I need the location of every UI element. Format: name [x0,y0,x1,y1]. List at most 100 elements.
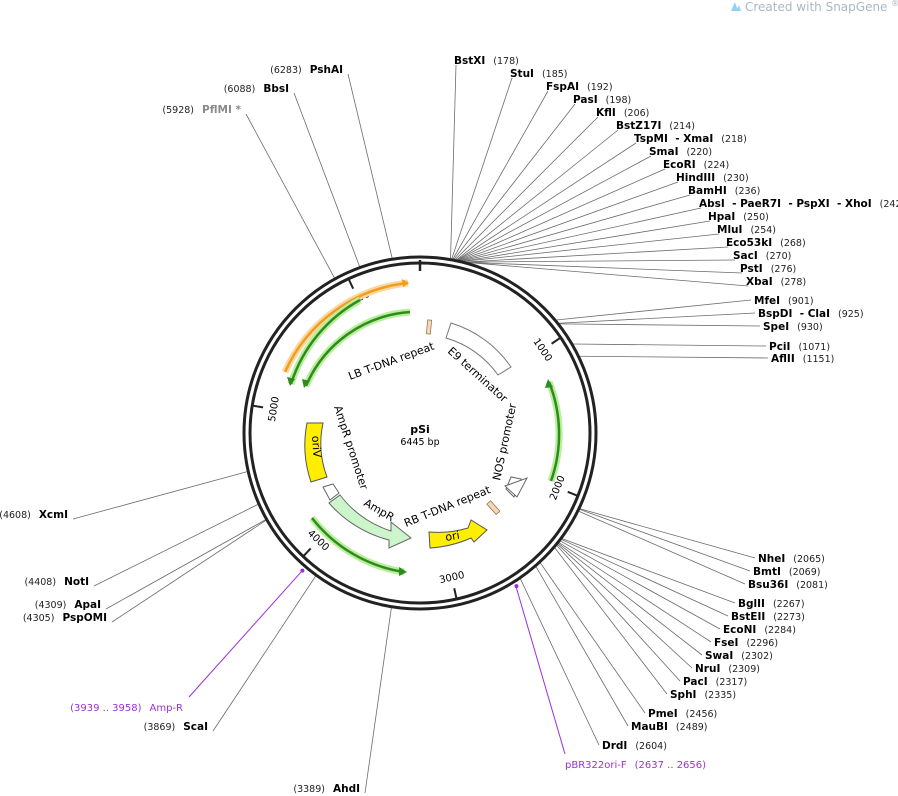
enzyme-site[interactable]: XbaI(278) [746,276,806,288]
tick-label: 3000 [438,570,465,586]
enzyme-site[interactable]: (4608)XcmI [0,509,68,521]
enzyme-line [457,142,637,261]
enzyme-name: ScaI [183,721,208,733]
enzyme-site[interactable]: FspAI(192) [546,81,613,93]
enzyme-site[interactable]: (3389)AhdI [293,783,360,795]
primer-site[interactable]: pBR322ori-F(2637 .. 2656) [565,760,706,771]
enzyme-position: (2273) [773,612,805,623]
enzyme-name: SpeI [763,321,789,333]
enzyme-name: HpaI [708,211,735,223]
enzyme-site[interactable]: (5928)PflMI * [162,104,241,116]
enzyme-site[interactable]: (4309)ApaI [35,599,101,611]
primer-name: pBR322ori-F [565,760,627,771]
enzyme-line [579,509,751,572]
enzyme-line [93,504,259,587]
enzyme-site[interactable]: PciI (1071) [769,341,830,353]
enzyme-position: (3389) [293,784,325,795]
snapgene-logo-icon [731,2,741,11]
connector-lines [72,64,769,794]
enzyme-site[interactable]: (3869)ScaI [144,721,208,733]
enzyme-site[interactable]: SmaI(220) [649,146,712,158]
ampr-feature[interactable] [328,494,412,549]
enzyme-name: PciI [769,341,790,353]
enzyme-site[interactable]: (4408)NotI [24,576,89,588]
enzyme-name: FseI [714,637,738,649]
features [281,279,563,576]
primer-site[interactable]: (3939 .. 3958)Amp-R [70,703,183,714]
enzyme-site[interactable]: MauBI(2489) [631,721,708,733]
enzyme-name: PmeI [648,708,678,720]
enzyme-line [560,540,721,630]
enzyme-site[interactable]: FseI(2296) [714,637,778,649]
enzyme-line [111,519,267,623]
enzyme-site[interactable]: PstI(276) [740,263,796,275]
enzyme-line [558,312,756,324]
enzyme-site[interactable]: BstZ17I(214) [616,120,695,132]
enzyme-name: AflII [771,353,795,365]
enzyme-line [72,471,248,520]
enzyme-site[interactable]: BstXI(178) [454,55,519,67]
enzyme-site[interactable]: SacI (270) [733,250,791,262]
enzyme-site[interactable]: (4305)PspOMI [23,612,107,624]
ampr-promoter-feature[interactable] [322,483,340,501]
enzyme-site[interactable]: SpeI(930) [763,321,823,333]
enzyme-site[interactable]: (6283)PshAI [270,64,343,76]
enzyme-position: (2604) [635,741,667,752]
enzyme-site[interactable]: BmtI(2069) [753,566,820,578]
lb-tdna-repeat-marker[interactable] [426,319,432,335]
enzyme-site[interactable]: AbsI - PaeR7I - PspXI - XhoI(242) [699,198,898,210]
enzyme-site[interactable]: HpaI (250) [708,211,769,223]
enzyme-site[interactable]: EcoNI(2284) [723,624,796,636]
enzyme-site[interactable]: Eco53kI(268) [726,237,806,249]
e9-terminator-feature[interactable] [445,322,512,376]
watermark-text: Created with SnapGene [745,0,887,14]
enzyme-site[interactable]: BspDI - ClaI(925) [758,308,864,320]
enzyme-name: BstZ17I [616,120,661,132]
enzyme-site[interactable]: BstEII(2273) [731,611,805,623]
enzyme-site[interactable]: AflII(1151) [771,353,834,365]
rb-tdna-repeat-marker[interactable] [486,500,501,516]
enzyme-line [579,508,756,559]
primer-marker-icon [514,584,519,589]
enzyme-site[interactable]: DrdI(2604) [602,740,667,752]
oriv-feature[interactable] [304,422,328,483]
enzyme-site[interactable]: (6088)BbsI [224,83,289,95]
enzyme-line [461,207,702,262]
enzyme-position: (2302) [741,651,773,662]
enzyme-site[interactable]: NruI(2309) [695,663,760,675]
arrowhead-icon [302,379,310,388]
enzyme-site[interactable]: SphI(2335) [670,689,736,701]
enzyme-site[interactable]: MfeI(901) [754,295,814,307]
enzyme-site[interactable]: SwaI(2302) [705,650,773,662]
enzyme-site[interactable]: KflI(206) [596,107,649,119]
plasmid-name: pSi [410,423,430,436]
enzyme-site[interactable]: HindIII(230) [676,172,749,184]
ori-feature[interactable] [428,519,488,549]
enzyme-position: (206) [624,108,650,119]
watermark-reg: ® [891,0,898,8]
enzyme-site[interactable]: BglII(2267) [738,598,805,610]
enzyme-site[interactable]: TspMI - XmaI(218) [634,133,747,145]
enzyme-line [463,233,720,262]
enzyme-name: EcoRI [663,159,696,171]
enzyme-site[interactable]: PmeI(2456) [648,708,717,720]
enzyme-position: (250) [743,212,769,223]
enzyme-site[interactable]: EcoRI(224) [663,159,729,171]
arrowhead-icon [399,567,407,576]
enzyme-site[interactable]: StuI(185) [510,68,568,80]
enzyme-position: (192) [587,82,613,93]
enzyme-site[interactable]: PasI(198) [573,94,631,106]
enzyme-site[interactable]: BamHI(236) [688,185,760,197]
enzyme-name: SacI [733,250,758,262]
enzyme-name: BmtI [753,566,781,578]
enzyme-site[interactable]: PacI(2317) [683,676,747,688]
enzyme-line [105,519,266,610]
enzyme-position: (1071) [798,342,830,353]
label-rb-tdna-repeat: RB T-DNA repeat [402,483,493,530]
site-labels: BstXI(178)StuI(185)FspAI(192)PasI(198)Kf… [0,55,898,795]
enzyme-site[interactable]: Bsu36I(2081) [748,579,828,591]
enzyme-position: (270) [766,251,792,262]
enzyme-site[interactable]: MluI(254) [717,224,776,236]
enzyme-site[interactable]: NheI(2065) [758,553,825,565]
enzyme-position: (268) [780,238,806,249]
